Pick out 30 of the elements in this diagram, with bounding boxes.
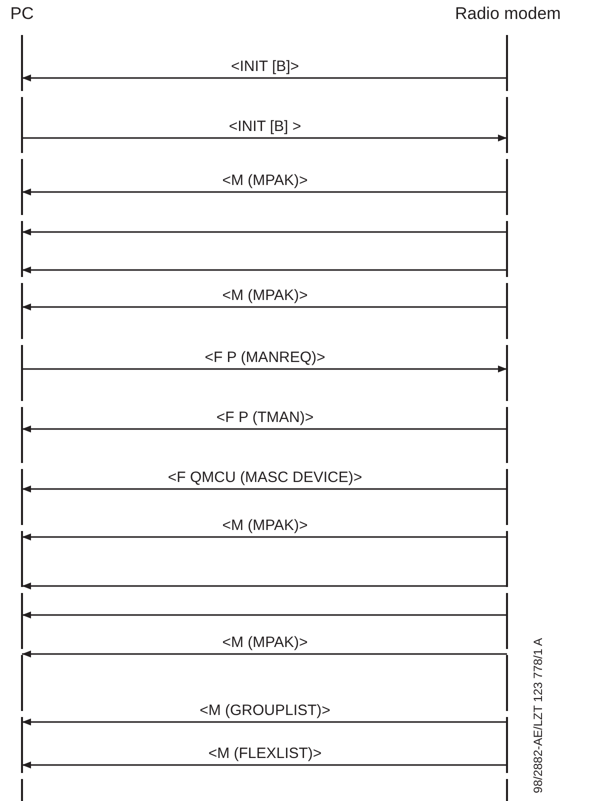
message-arrow: [22, 650, 507, 658]
message-arrow: [22, 228, 507, 236]
message-label: <F P (MANREQ)>: [204, 349, 326, 366]
message-label: <M (MPAK)>: [222, 517, 308, 534]
message-label: <M (MPAK)>: [222, 287, 308, 304]
message-label: <M (MPAK)>: [222, 634, 308, 651]
message-label: <M (FLEXLIST)>: [208, 745, 322, 762]
message-arrow: [22, 426, 507, 432]
message-arrow: [22, 582, 507, 590]
message-label: <INIT [B]>: [230, 58, 300, 75]
message-arrow: [22, 534, 507, 540]
message-arrow: [22, 134, 507, 142]
message-arrow: [22, 266, 507, 274]
document-number: 98/2882-AE/LZT 123 778/1 A: [531, 638, 545, 793]
message-label: <INIT [B] >: [228, 118, 302, 135]
message-arrow: [22, 612, 507, 618]
participant-label: PC: [9, 4, 35, 24]
message-arrow: [22, 304, 507, 310]
message-label: <F P (TMAN)>: [216, 409, 314, 426]
message-arrow: [22, 762, 507, 768]
message-label: <M (GROUPLIST)>: [200, 702, 330, 719]
message-label: <F QMCU (MASC DEVICE)>: [168, 469, 362, 486]
message-arrow: [22, 188, 507, 196]
participant-label: Radio modem: [455, 4, 559, 24]
message-arrow: [22, 74, 507, 82]
message-label: <M (MPAK)>: [222, 172, 308, 189]
message-arrow: [22, 486, 507, 492]
message-arrow: [22, 718, 507, 726]
participant: [455, 4, 559, 801]
message-arrow: [22, 366, 507, 372]
